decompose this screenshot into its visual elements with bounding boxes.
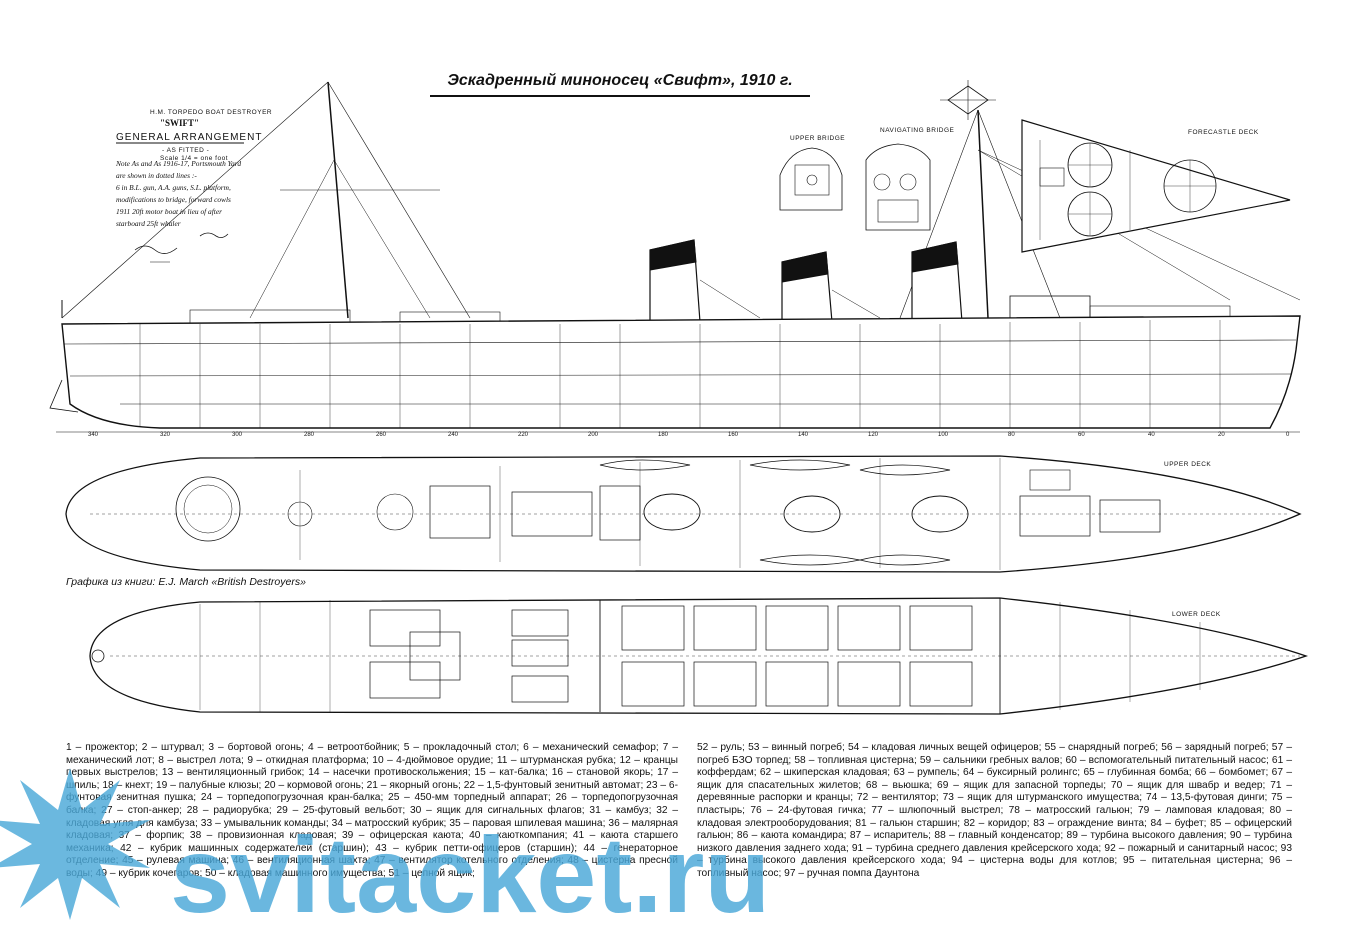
navigating-bridge-view: NAVIGATING BRIDGE <box>865 127 955 231</box>
plan-note-line-4: modifications to bridge, forward cowls <box>116 195 231 204</box>
frame-scale-tick: 200 <box>588 432 599 438</box>
upper-deck-view: UPPER DECK <box>65 455 1302 573</box>
profile-view <box>49 81 1301 433</box>
frame-scale-tick: 240 <box>448 432 459 438</box>
plan-note-line-2: are shown in dotted lines :- <box>116 171 197 180</box>
signature-mark-2 <box>134 245 178 254</box>
frame-scale-tick: 40 <box>1148 432 1155 438</box>
plan-header-subtitle: GENERAL ARRANGEMENT <box>116 132 262 143</box>
page-title: Эскадренный миноносец «Свифт», 1910 г. <box>447 72 793 89</box>
frame-scale-tick: 60 <box>1078 432 1085 438</box>
frame-scale-tick: 300 <box>232 432 243 438</box>
frame-scale-tick: 80 <box>1008 432 1015 438</box>
image-credit: Графика из книги: E.J. March «British De… <box>66 576 306 588</box>
plan-note-line-5: 1911 20ft motor boat in lieu of after <box>116 207 222 216</box>
frame-scale-tick: 20 <box>1218 432 1225 438</box>
frame-scale-tick: 180 <box>658 432 669 438</box>
plan-note-line-6: starboard 25ft whaler <box>116 219 181 228</box>
frame-scale-tick: 120 <box>868 432 879 438</box>
frame-scale-tick: 320 <box>160 432 171 438</box>
lower-deck-label: LOWER DECK <box>1172 611 1221 618</box>
plan-header-scale: Scale 1/4 = one foot <box>160 155 228 162</box>
signature-mark <box>199 232 229 238</box>
frame-scale-tick: 340 <box>88 432 99 438</box>
frame-scale: 340 320 300 280 260 240 220 200 180 160 … <box>88 432 1290 438</box>
upper-bridge-label: UPPER BRIDGE <box>790 135 845 142</box>
ship-general-arrangement-drawing: H.M. TORPEDO BOAT DESTROYER "SWIFT" GENE… <box>49 80 1309 715</box>
forecastle-deck-view: FORECASTLE DECK <box>1021 119 1291 253</box>
frame-scale-tick: 260 <box>376 432 387 438</box>
frame-scale-tick: 0 <box>1286 432 1290 438</box>
plan-title-block: H.M. TORPEDO BOAT DESTROYER "SWIFT" GENE… <box>115 109 272 263</box>
upper-deck-label: UPPER DECK <box>1164 461 1211 468</box>
plan-note-line-1: Note As and As 1916-17, Portsmouth Yard <box>115 159 241 168</box>
frame-scale-tick: 220 <box>518 432 529 438</box>
frame-scale-tick: 100 <box>938 432 949 438</box>
plan-note-line-3: 6 in B.L. gun, A.A. guns, S.L. platform, <box>116 183 231 192</box>
legend-right-column: 52 – руль; 53 – винный погреб; 54 – клад… <box>697 742 1292 879</box>
frame-scale-tick: 160 <box>728 432 739 438</box>
forecastle-deck-label: FORECASTLE DECK <box>1188 129 1259 136</box>
upper-bridge-view: UPPER BRIDGE <box>779 135 845 211</box>
plan-header-as-fitted: - AS FITTED - <box>162 147 209 154</box>
frame-scale-tick: 280 <box>304 432 315 438</box>
foremast-searchlight-platform <box>940 80 996 120</box>
lower-deck-view: LOWER DECK <box>89 597 1309 715</box>
frame-scale-tick: 140 <box>798 432 809 438</box>
title-underline <box>430 95 810 97</box>
plan-header-line1: H.M. TORPEDO BOAT DESTROYER <box>150 109 272 116</box>
navigating-bridge-label-1: NAVIGATING BRIDGE <box>880 127 955 134</box>
plan-header-name: "SWIFT" <box>160 118 199 128</box>
legend-left-column: 1 – прожектор; 2 – штурвал; 3 – бортовой… <box>66 742 678 879</box>
